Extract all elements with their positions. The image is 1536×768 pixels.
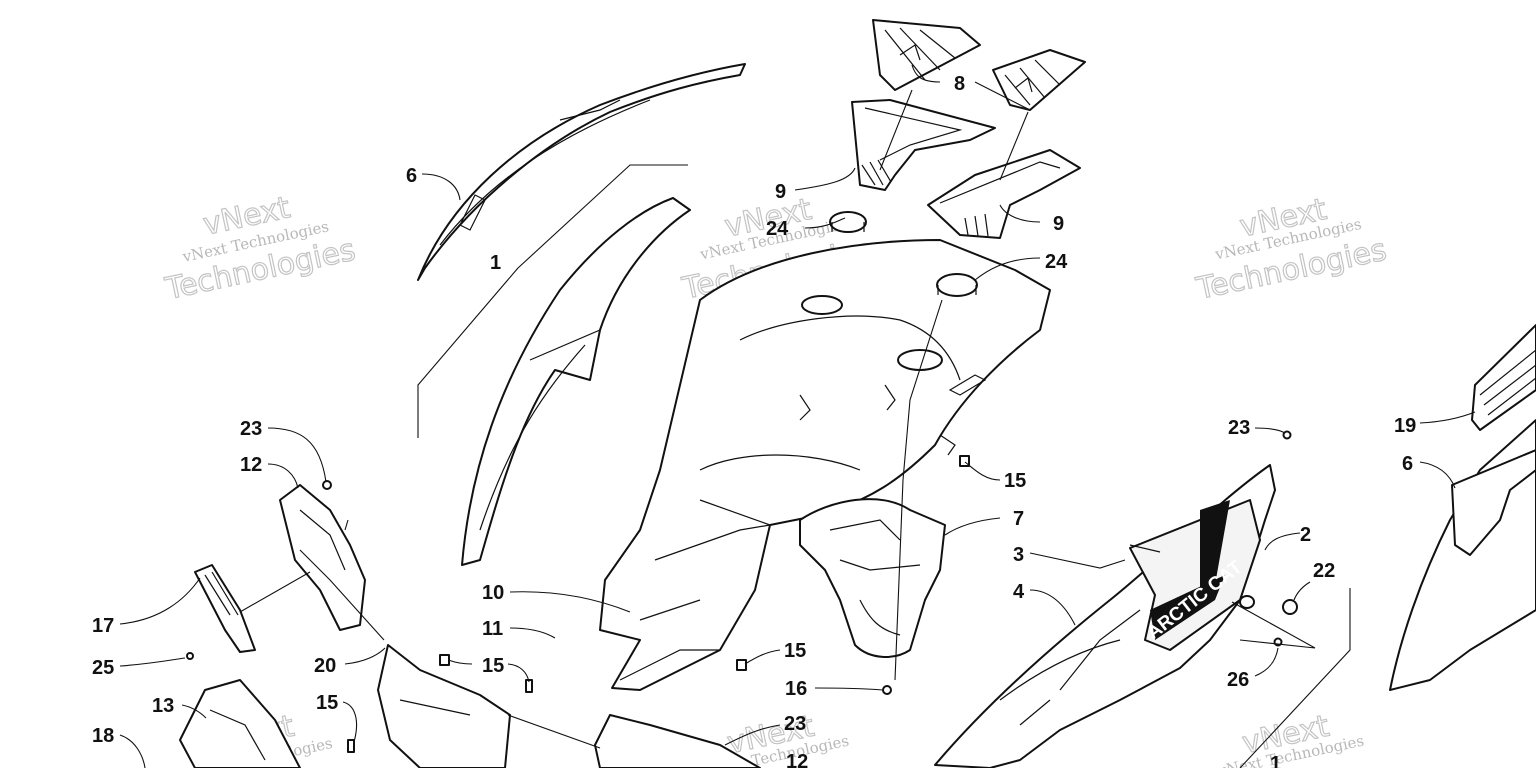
nut-23-right (1282, 430, 1292, 440)
callout-15-a: 15 (1004, 470, 1026, 492)
clip-15-a (959, 455, 970, 467)
callout-3: 3 (1013, 544, 1024, 566)
callout-2: 2 (1300, 524, 1311, 546)
callout-19: 19 (1394, 415, 1416, 437)
clip-15-c (439, 654, 450, 666)
callout-24-left: 24 (766, 218, 789, 240)
callout-26: 26 (1227, 669, 1249, 691)
callout-6-right: 6 (1402, 453, 1413, 475)
leader-lines (119, 64, 1476, 768)
screw-25 (186, 652, 194, 660)
callout-23-right: 23 (1228, 417, 1250, 439)
callout-20: 20 (314, 655, 336, 677)
callout-9-left: 9 (775, 181, 786, 203)
part-9-vent-housing-right (927, 149, 1081, 239)
callout-6: 6 (406, 165, 417, 187)
callout-15-b: 15 (784, 640, 806, 662)
main-hood-assembly (599, 239, 1051, 691)
callout-22: 22 (1313, 560, 1335, 582)
callout-23-lower: 23 (784, 713, 806, 735)
callout-11: 11 (482, 618, 503, 640)
callout-13: 13 (152, 695, 174, 717)
callout-12-lower: 12 (786, 751, 808, 768)
part-24-boot-right (936, 273, 978, 297)
grommet-2 (1239, 595, 1255, 609)
part-8-vent-grille-right (992, 49, 1086, 111)
watermark-6: vNext vNext Technologies (1215, 708, 1365, 768)
callout-15-c: 15 (482, 655, 504, 677)
part-2-side-panel: ARCTIC CAT (934, 464, 1276, 768)
part-8-vent-grille-left (872, 19, 981, 91)
part-13-bracket (179, 679, 301, 768)
part-6-upper-trim (417, 63, 746, 281)
lower-center-piece (594, 714, 761, 768)
callout-8: 8 (954, 73, 965, 95)
nut-22 (1282, 599, 1298, 615)
screw-16 (882, 685, 892, 695)
watermark-1: vNext vNext Technologies Technologies (161, 190, 359, 308)
callout-7: 7 (1013, 508, 1024, 530)
callout-16: 16 (785, 678, 807, 700)
callout-labels: 1 2 3 4 6 6 7 8 9 9 10 11 12 12 13 15 15… (92, 73, 1416, 768)
callout-17: 17 (92, 615, 114, 637)
clip-15-e (347, 739, 355, 753)
callout-18: 18 (92, 725, 114, 747)
part-19-right-panel (1389, 324, 1536, 691)
callout-1: 1 (490, 252, 501, 274)
part-12-side-duct (279, 480, 366, 631)
callout-12: 12 (240, 454, 262, 476)
callout-9-right: 9 (1053, 213, 1064, 235)
part-24-boot-left (829, 211, 867, 233)
part-7-liner (799, 498, 946, 658)
part-17-grille (194, 564, 256, 653)
callout-10: 10 (482, 582, 504, 604)
clip-15-b (736, 659, 747, 671)
callout-24-right: 24 (1045, 251, 1068, 273)
part-20-lower-panel (377, 644, 511, 768)
callout-4: 4 (1013, 581, 1025, 603)
part-1-hood-panel (461, 197, 691, 566)
part-9-vent-housing-left (851, 99, 996, 191)
callout-25: 25 (92, 657, 114, 679)
callout-23: 23 (240, 418, 262, 440)
callout-15-d: 15 (316, 692, 338, 714)
watermark-3: vNext vNext Technologies Technologies (1192, 191, 1390, 307)
callout-1-lower: 1 (1270, 753, 1281, 768)
